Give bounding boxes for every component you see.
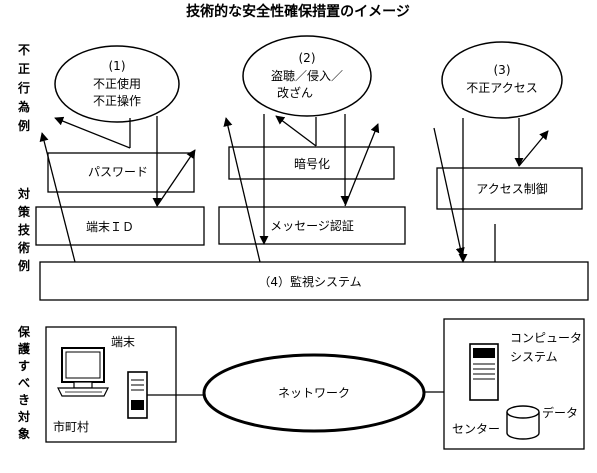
computer-monitor-icon [57, 347, 109, 397]
arrow-bounce-access-control [518, 130, 549, 167]
data-label: データ [542, 405, 578, 420]
diagram-title: 技術的な安全性確保措置のイメージ [186, 3, 410, 20]
computer-system-line-1: コンピュータ [510, 331, 582, 345]
threat-3: (3) 不正アクセス [441, 41, 563, 119]
measure-terminal-id: 端末ＩＤ [35, 206, 205, 246]
municipality-box: 端末 市町村 [45, 326, 177, 443]
arrow-monitor-up-3 [433, 127, 465, 257]
tower-pc-icon [127, 371, 164, 419]
threat-3-ellipse [441, 41, 563, 119]
threat-2-line-2: 改ざん [277, 85, 313, 100]
terminal-id-label: 端末ＩＤ [86, 220, 134, 234]
access-control-label: アクセス制御 [476, 181, 547, 196]
network-label: ネットワーク [278, 386, 350, 400]
threat-1-line-2: 不正操作 [93, 93, 141, 108]
side-label-protected: 保護すべき対象 [17, 324, 31, 441]
measure-password: パスワード [47, 152, 195, 193]
measure-monitoring: （4）監視システム [39, 261, 589, 301]
side-label-threats: 不正行為例 [17, 43, 30, 133]
database-icon [506, 405, 540, 440]
measure-access-control: アクセス制御 [436, 167, 583, 210]
password-label: パスワード [88, 165, 148, 179]
threat-2: (2) 盗聴／侵入／ 改ざん [242, 35, 372, 117]
center-box: コンピュータ システム センター データ [443, 318, 585, 450]
arrow-bounce-terminal-id [156, 149, 196, 207]
threat-2-arrows [223, 114, 380, 263]
monitoring-label: （4）監視システム [258, 274, 361, 289]
threats-label: 不正行為例 [17, 43, 30, 133]
threat-1-arrows [39, 116, 196, 263]
measures-label: 対策技術例 [17, 186, 31, 273]
network-ellipse [202, 353, 426, 433]
center-label: センター [452, 422, 500, 436]
arrow-monitor-up-2 [223, 117, 261, 263]
municipality-label: 市町村 [53, 419, 89, 434]
measure-message-auth: メッセージ認証 [218, 206, 406, 245]
side-label-measures: 対策技術例 [17, 186, 31, 273]
computer-system-line-2: システム [510, 350, 558, 364]
encryption-label: 暗号化 [294, 156, 330, 171]
threat-1-line-1: 不正使用 [93, 76, 141, 91]
arrow-bounce-message-auth [344, 123, 380, 207]
arrow-bounce-encryption [275, 115, 317, 147]
threat-3-arrows [433, 118, 549, 263]
threat-3-number: (3) [494, 63, 511, 77]
threat-2-line-1: 盗聴／侵入／ [271, 68, 343, 83]
threat-1-ellipse [54, 45, 180, 123]
message-auth-label: メッセージ認証 [270, 218, 354, 233]
measure-encryption: 暗号化 [228, 146, 395, 180]
arrow-monitor-up-left [39, 132, 76, 263]
arrow-bounce-password [54, 116, 131, 149]
threat-1-number: (1) [109, 59, 126, 73]
protected-label: 保護すべき対象 [17, 324, 31, 441]
server-icon [469, 343, 499, 401]
network: ネットワーク [164, 353, 446, 433]
threat-1: (1) 不正使用 不正操作 [54, 45, 180, 123]
threat-2-ellipse [242, 35, 372, 117]
threat-3-line-1: 不正アクセス [466, 81, 537, 95]
terminal-label: 端末 [111, 335, 135, 349]
threat-2-number: (2) [299, 51, 316, 65]
